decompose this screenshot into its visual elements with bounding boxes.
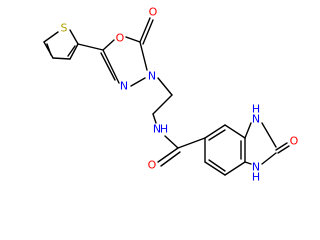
- atom-ring-n-bottom: N: [120, 80, 128, 93]
- thiophene-bond-c3-c4: [52, 57, 71, 60]
- imidazolone-bond-n-top-c: [261, 122, 277, 148]
- ethyl-bond-n3-c1: [157, 77, 173, 96]
- oxadiazole-carbonyl-double: [142, 19, 154, 45]
- ethyl-bond-c2-n: [152, 113, 157, 124]
- atom-urea-n-top: N: [252, 113, 260, 126]
- atom-ring-n-right: N: [148, 70, 156, 83]
- benzene-bond-2-3: [224, 124, 246, 139]
- link-thiophene-oxadiazole: [77, 43, 104, 51]
- atom-amide-n: N: [153, 123, 161, 136]
- amide-bond-c-o: [157, 147, 179, 163]
- oxadiazole-double-n4-c5: [100, 52, 116, 81]
- atom-thiophene-s: S: [61, 22, 68, 35]
- oxadiazole-bond-n4-c5: [102, 49, 120, 84]
- atom-ring-o: O: [116, 32, 125, 45]
- atom-urea-o: O: [290, 135, 299, 148]
- imidazolone-carbonyl-double: [277, 145, 290, 154]
- amide-bond-c-ring: [177, 137, 206, 149]
- benzene-bond-5-6: [204, 161, 226, 176]
- thiophene-bond-s-c2: [69, 29, 79, 45]
- benzene-bond-4-5: [224, 161, 246, 176]
- oxadiazole-bond-o1-c2: [125, 36, 141, 43]
- oxadiazole-carbonyl: [139, 17, 151, 43]
- thiophene-bond-s-c5: [43, 31, 59, 43]
- imidazolone-bond-n-bottom-c: [244, 161, 252, 165]
- thiophene-bond-c2-c3: [69, 43, 79, 60]
- atom-amide-h: H: [160, 123, 168, 136]
- imidazolone-carbonyl: [275, 142, 288, 151]
- benzene-double-5-6: [208, 159, 226, 172]
- atom-urea-n-top-h: H: [252, 103, 260, 116]
- thiophene-double-c4-c5: [46, 43, 52, 56]
- benzene-double-1-2: [208, 129, 226, 141]
- amide-bond-n-c: [164, 135, 179, 149]
- oxadiazole-bond-c2-n3: [139, 41, 148, 71]
- molecule-structure-diagram: O O N N S N H O O N H N H: [43, 6, 299, 184]
- imidazolone-bond-c-n-top: [244, 122, 252, 139]
- atom-urea-n-bottom: N: [252, 161, 260, 174]
- ethyl-bond-c1-c2: [152, 94, 173, 115]
- oxadiazole-bond-c5-o1: [102, 39, 115, 51]
- thiophene-double-c2-c3: [67, 45, 76, 57]
- oxadiazole-bond-n3-n4: [130, 77, 146, 87]
- bond-lines: [43, 17, 290, 176]
- imidazolone-bond-c-n-bottom: [261, 152, 277, 165]
- atom-amide-o: O: [148, 159, 157, 172]
- benzene-bond-1-2: [204, 124, 226, 139]
- atom-urea-n-bottom-h: H: [252, 171, 260, 184]
- atom-oxo-top: O: [149, 6, 158, 19]
- amide-bond-c-o-double: [160, 151, 181, 167]
